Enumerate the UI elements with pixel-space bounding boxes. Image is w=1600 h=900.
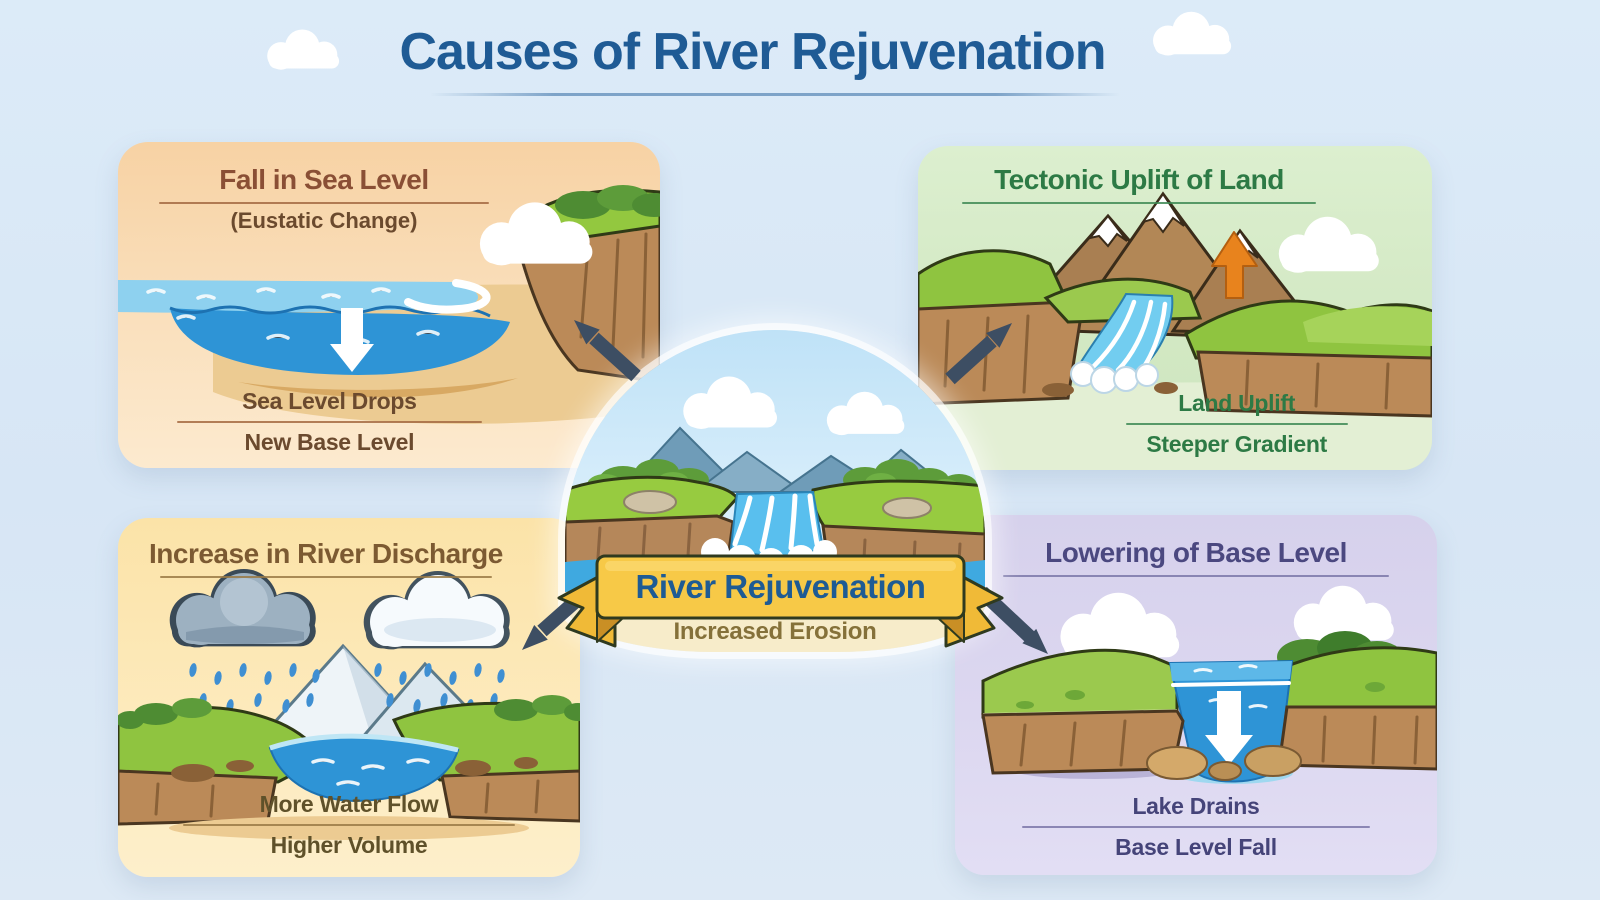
panel-label-divider <box>1125 423 1348 425</box>
panel-header: Increase in River Discharge <box>118 538 534 578</box>
sea-level-fall-illustration <box>118 185 660 424</box>
panel-label-bottom: New Base Level <box>244 429 415 455</box>
up-arrow-icon <box>1211 231 1258 299</box>
panel-title-underline <box>159 576 493 578</box>
panel-subtitle: (Eustatic Change) <box>230 208 418 233</box>
panel-labels: Land Uplift Steeper Gradient <box>1082 390 1390 458</box>
connector-arrow-top-left <box>574 320 641 382</box>
panel-labels: Sea Level Drops New Base Level <box>118 388 541 456</box>
cloud-icon <box>1293 585 1394 642</box>
page-title: Causes of River Rejuvenation <box>399 23 1107 81</box>
connector-arrow-top-right <box>945 323 1012 385</box>
panel-label-divider <box>177 421 482 423</box>
down-arrow-icon <box>1205 691 1253 765</box>
panel-label-top: Lake Drains <box>1132 793 1260 819</box>
panel-title: Fall in Sea Level <box>219 164 429 195</box>
ribbon-banner: River Rejuvenation <box>553 544 1008 659</box>
panel-labels: Lake Drains Base Level Fall <box>955 793 1437 861</box>
rain-cloud-icon <box>363 570 510 650</box>
panel-label-top: More Water Flow <box>259 791 439 817</box>
panel-increase-river-discharge: Increase in River Discharge More Water F… <box>118 518 580 877</box>
rain-cloud-icon <box>169 568 316 648</box>
tectonic-uplift-illustration <box>918 191 1432 470</box>
panel-header: Lowering of Base Level <box>955 537 1437 577</box>
base-level-fall-illustration <box>981 585 1437 784</box>
cloud-icon <box>683 376 777 429</box>
panel-title: Increase in River Discharge <box>149 538 503 569</box>
cloud-icon <box>1278 216 1379 273</box>
cloud-icon <box>826 391 905 436</box>
cloud-icon <box>1060 592 1180 660</box>
panel-title: Lowering of Base Level <box>1045 537 1347 568</box>
down-arrow-icon <box>330 308 374 372</box>
panel-label-divider <box>182 824 516 826</box>
ribbon-graphic <box>557 554 1004 648</box>
banner-subtitle: Increased Erosion <box>673 618 877 645</box>
cloud-icon <box>1153 11 1232 56</box>
panel-title-underline <box>159 202 489 204</box>
title-underline <box>430 93 1120 96</box>
panel-lowering-base-level: Lowering of Base Level Lake Drains Base … <box>955 515 1437 875</box>
panel-header: Tectonic Uplift of Land <box>918 164 1360 204</box>
panel-labels: More Water Flow Higher Volume <box>118 791 580 859</box>
cloud-icon <box>267 29 340 70</box>
panel-label-divider <box>1022 826 1370 828</box>
cloud-icon <box>479 202 593 266</box>
panel-label-top: Land Uplift <box>1178 390 1296 416</box>
banner-title: River Rejuvenation <box>635 568 926 605</box>
panel-header: Fall in Sea Level (Eustatic Change) <box>118 164 530 234</box>
panel-label-bottom: Higher Volume <box>270 832 428 858</box>
panel-tectonic-uplift: Tectonic Uplift of Land Land Uplift Stee… <box>918 146 1432 470</box>
panel-title: Tectonic Uplift of Land <box>994 164 1284 195</box>
panel-label-bottom: Steeper Gradient <box>1146 431 1327 457</box>
panel-label-bottom: Base Level Fall <box>1115 834 1277 860</box>
panel-title-underline <box>1003 575 1389 577</box>
panel-label-top: Sea Level Drops <box>242 388 417 414</box>
panel-title-underline <box>962 202 1316 204</box>
river-discharge-illustration <box>118 568 580 840</box>
